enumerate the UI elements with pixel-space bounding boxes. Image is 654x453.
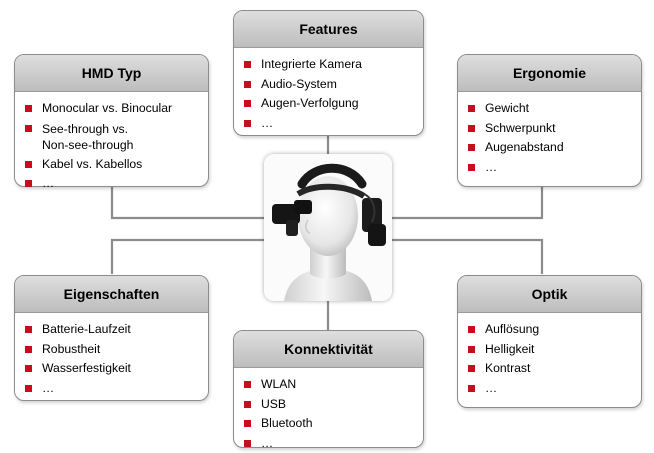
box-features: Features Integrierte Kamera Audio-System… (233, 10, 424, 136)
list-item: Monocular vs. Binocular (25, 99, 208, 119)
list-item: … (468, 379, 641, 399)
box-title: Konnektivität (234, 331, 423, 368)
bullet-icon (468, 345, 475, 353)
mannequin-hmd-photo (264, 154, 392, 301)
bullet-icon (244, 420, 251, 427)
item-text: … (485, 159, 498, 174)
list-item: Kontrast (468, 359, 641, 379)
list-item: Augen-Verfolgung (244, 94, 423, 114)
box-optik: Optik Auflösung Helligkeit Kontrast … (457, 275, 642, 408)
bullet-icon (468, 326, 475, 333)
item-text: … (42, 380, 55, 395)
bullet-icon (244, 400, 251, 408)
list-item: USB (244, 395, 423, 415)
connector-ergonomie (328, 186, 544, 220)
item-list: Auflösung Helligkeit Kontrast … (458, 313, 641, 398)
bullet-icon (468, 384, 475, 392)
list-item: … (468, 158, 641, 178)
item-text: Monocular vs. Binocular (42, 101, 173, 115)
item-text: See-through vs. (42, 121, 129, 136)
mannequin-hmd-illustration (264, 154, 392, 301)
list-item: Bluetooth (244, 414, 423, 434)
list-item: … (244, 114, 423, 134)
list-item: See-through vs.Non-see-through (25, 119, 208, 155)
list-item: … (25, 174, 208, 194)
bullet-icon (468, 124, 475, 132)
bullet-icon (468, 144, 475, 151)
item-text: Auflösung (485, 322, 540, 336)
bullet-icon (244, 100, 251, 107)
item-text: Gewicht (485, 101, 530, 115)
list-item: Batterie-Laufzeit (25, 320, 208, 340)
list-item: Helligkeit (468, 340, 641, 360)
bullet-icon (25, 326, 32, 333)
list-item: Robustheit (25, 340, 208, 360)
list-item: Augenabstand (468, 138, 641, 158)
list-item: Gewicht (468, 99, 641, 119)
list-item: … (25, 379, 208, 399)
connector-hmd-typ (110, 186, 328, 220)
item-text: Augenabstand (485, 140, 564, 154)
bullet-icon (468, 105, 475, 112)
item-text: Robustheit (42, 341, 101, 356)
connector-eigenschaften (110, 238, 328, 274)
bullet-icon (25, 124, 32, 132)
bullet-icon (244, 61, 251, 68)
bullet-icon (244, 80, 251, 88)
connector-optik (328, 238, 544, 274)
box-title: Optik (458, 276, 641, 313)
list-item: WLAN (244, 375, 423, 395)
list-item: Kabel vs. Kabellos (25, 155, 208, 175)
bullet-icon (25, 160, 32, 168)
item-text: Bluetooth (261, 416, 313, 430)
item-text: Wasserfestigkeit (42, 361, 131, 375)
list-item: Auflösung (468, 320, 641, 340)
bullet-icon (25, 180, 32, 187)
item-text: Integrierte Kamera (261, 57, 362, 71)
list-item: Schwerpunkt (468, 119, 641, 139)
item-text: Helligkeit (485, 341, 535, 356)
list-item: … (244, 434, 423, 453)
bullet-icon (25, 105, 32, 112)
item-text: … (261, 435, 274, 450)
list-item: Audio-System (244, 75, 423, 95)
bullet-icon (244, 381, 251, 388)
box-title: HMD Typ (15, 55, 208, 92)
item-list: WLAN USB Bluetooth … (234, 368, 423, 453)
item-text: Non-see-through (42, 137, 134, 152)
box-ergonomie: Ergonomie Gewicht Schwerpunkt Augenabsta… (457, 54, 642, 187)
item-text: … (261, 115, 274, 130)
item-text: Kontrast (485, 361, 531, 375)
item-list: Gewicht Schwerpunkt Augenabstand … (458, 92, 641, 177)
list-item: Wasserfestigkeit (25, 359, 208, 379)
item-list: Monocular vs. Binocular See-through vs.N… (15, 92, 208, 194)
item-text: Kabel vs. Kabellos (42, 156, 143, 171)
item-text: USB (261, 396, 287, 411)
bullet-icon (25, 345, 32, 353)
bullet-icon (25, 365, 32, 372)
item-text: Schwerpunkt (485, 120, 556, 135)
box-konnektivitaet: Konnektivität WLAN USB Bluetooth … (233, 330, 424, 450)
box-title: Eigenschaften (15, 276, 208, 313)
item-text: … (485, 380, 498, 395)
item-list: Batterie-Laufzeit Robustheit Wasserfesti… (15, 313, 208, 398)
box-hmd-typ: HMD Typ Monocular vs. Binocular See-thro… (14, 54, 209, 190)
item-text: Audio-System (261, 76, 337, 91)
bullet-icon (244, 119, 251, 127)
list-item: Integrierte Kamera (244, 55, 423, 75)
item-text: WLAN (261, 377, 297, 391)
bullet-icon (468, 163, 475, 171)
box-eigenschaften: Eigenschaften Batterie-Laufzeit Robusthe… (14, 275, 209, 401)
box-title: Features (234, 11, 423, 48)
item-text: Batterie-Laufzeit (42, 322, 131, 336)
item-list: Integrierte Kamera Audio-System Augen-Ve… (234, 48, 423, 133)
bullet-icon (468, 365, 475, 372)
bullet-icon (244, 439, 251, 447)
bullet-icon (25, 384, 32, 392)
item-text: Augen-Verfolgung (261, 96, 359, 110)
item-text: … (42, 176, 55, 190)
box-title: Ergonomie (458, 55, 641, 92)
